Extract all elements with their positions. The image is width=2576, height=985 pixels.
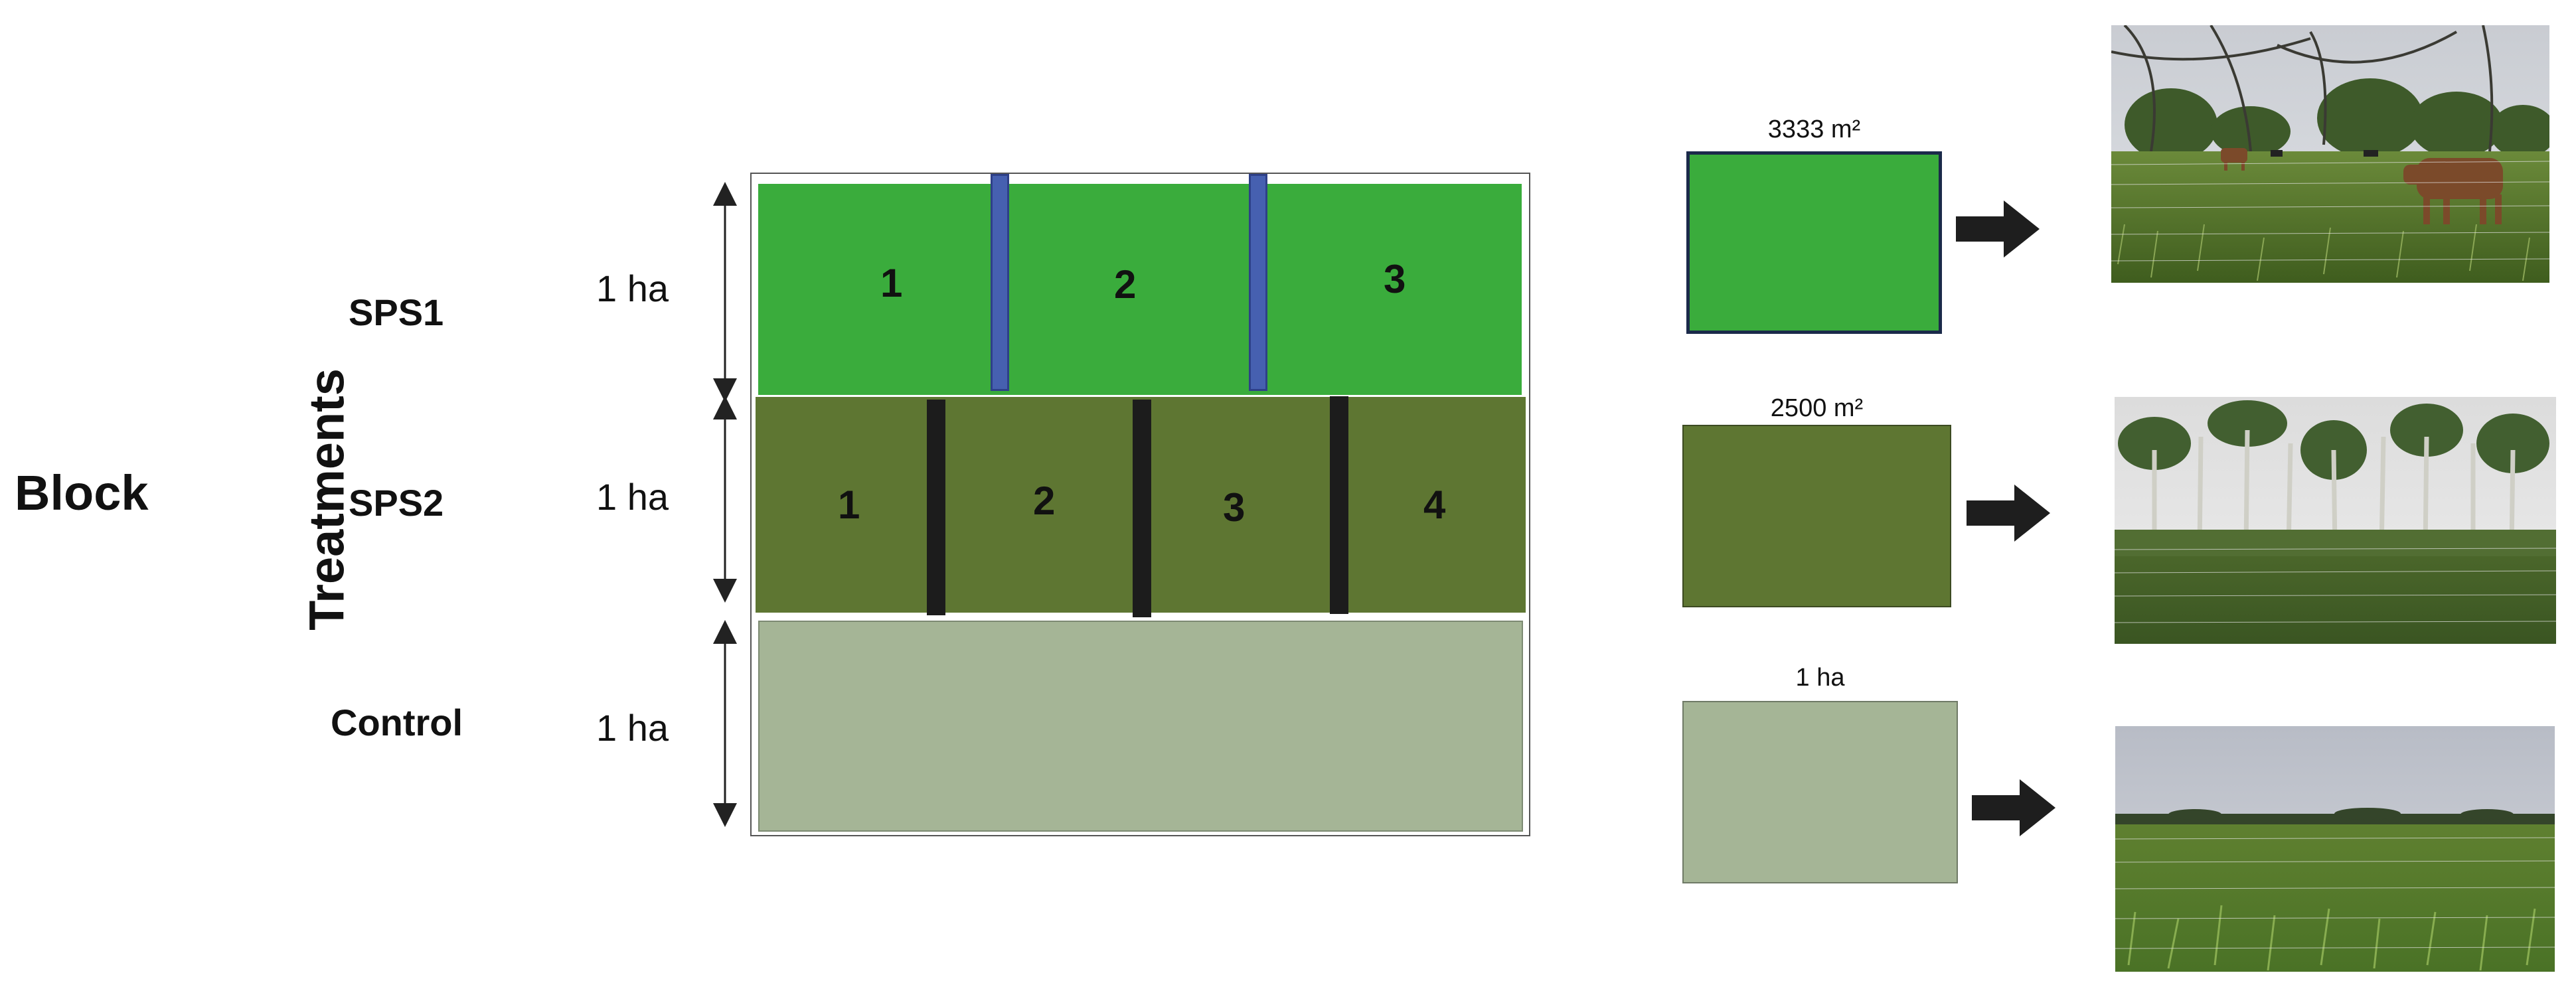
treatments-label: Treatments bbox=[299, 368, 355, 631]
sps2-separator-3 bbox=[1330, 396, 1348, 614]
control-plot-size: 1 ha bbox=[1795, 664, 1845, 692]
right-arrow-icon bbox=[1967, 485, 2050, 542]
sps1-separator-2 bbox=[1249, 174, 1267, 391]
block-label: Block bbox=[15, 465, 149, 520]
sps2-swatch bbox=[1682, 425, 1951, 607]
sps1-plot-3: 3 bbox=[1384, 257, 1406, 301]
pasture-with-cattle-photo bbox=[2111, 25, 2549, 283]
control-swatch bbox=[1682, 701, 1958, 883]
right-arrow-icon bbox=[1972, 779, 2055, 836]
sps2-plot-4: 4 bbox=[1423, 483, 1446, 527]
row-label-sps1: SPS1 bbox=[349, 291, 444, 333]
area-label-sps2: 1 ha bbox=[596, 476, 669, 518]
control-strip bbox=[758, 621, 1523, 832]
row-label-control: Control bbox=[331, 702, 463, 743]
field-outline bbox=[750, 173, 1530, 836]
sps1-separator-1 bbox=[991, 174, 1009, 391]
sps2-separator-2 bbox=[1133, 400, 1151, 617]
sps2-plot-size: 2500 m² bbox=[1770, 394, 1864, 422]
area-label-control: 1 ha bbox=[596, 707, 669, 749]
up-down-arrow-icon bbox=[713, 182, 737, 827]
sps1-plot-2: 2 bbox=[1114, 262, 1137, 307]
sps2-plot-3: 3 bbox=[1223, 485, 1246, 530]
sps1-strip bbox=[758, 184, 1522, 395]
pasture-with-trees-photo bbox=[2115, 397, 2556, 644]
sps2-plot-2: 2 bbox=[1033, 479, 1056, 523]
sps1-plot-size: 3333 m² bbox=[1767, 115, 1861, 143]
row-label-sps2: SPS2 bbox=[349, 482, 444, 524]
sps1-swatch bbox=[1686, 151, 1942, 334]
right-arrow-icon bbox=[1956, 200, 2040, 258]
sps1-plot-1: 1 bbox=[880, 261, 903, 305]
sps2-separator-1 bbox=[927, 400, 945, 615]
area-label-sps1: 1 ha bbox=[596, 267, 669, 309]
sps2-plot-1: 1 bbox=[838, 483, 860, 527]
open-pasture-photo bbox=[2115, 726, 2555, 972]
